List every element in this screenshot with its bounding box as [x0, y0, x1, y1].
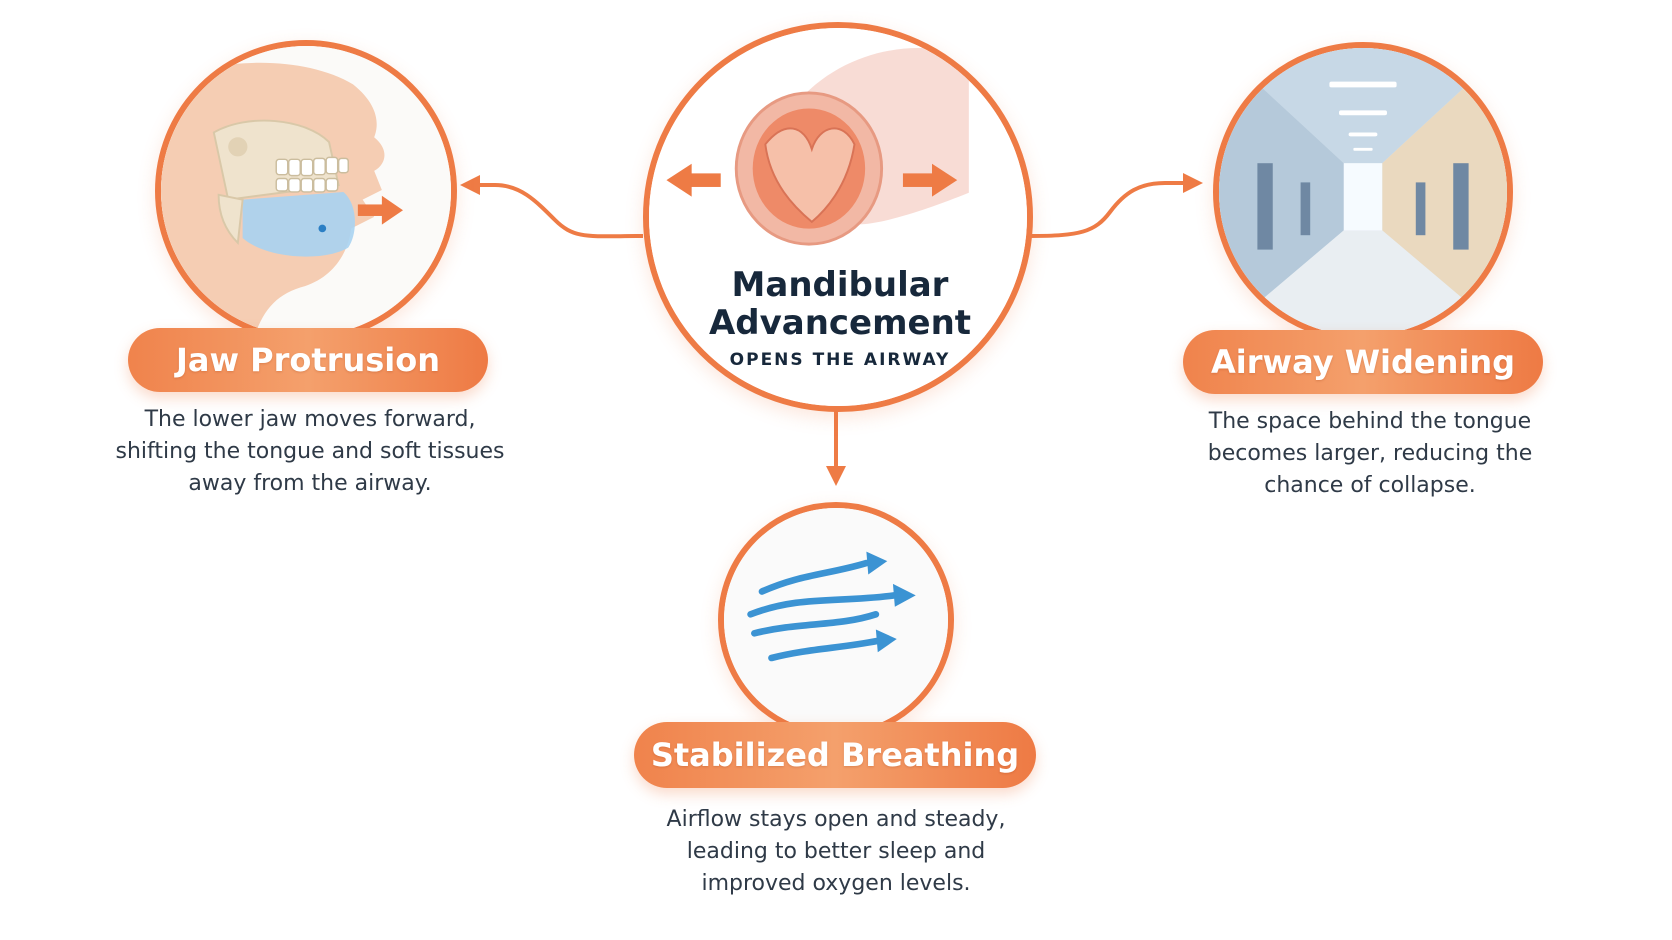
desc-line: The space behind the tongue	[1208, 409, 1532, 434]
airway-widening-label: Airway Widening	[1183, 330, 1543, 394]
corridor-illustration	[1213, 42, 1513, 342]
desc-line: Airflow stays open and steady,	[666, 807, 1006, 832]
jaw-protrusion-description: The lower jaw moves forward, shifting th…	[100, 404, 520, 500]
airflow-arrows-icon	[724, 508, 948, 732]
stabilized-breathing-description: Airflow stays open and steady, leading t…	[626, 804, 1046, 900]
center-subtitle: OPENS THE AIRWAY	[729, 350, 951, 370]
center-title-line1: Mandibular	[731, 265, 949, 305]
center-title: Mandibular Advancement	[640, 266, 1040, 342]
airflow-illustration	[718, 502, 954, 738]
desc-line: away from the airway.	[188, 471, 432, 496]
stabilized-breathing-label: Stabilized Breathing	[634, 722, 1036, 788]
desc-line: leading to better sleep and	[686, 839, 986, 864]
corridor-icon	[1219, 48, 1507, 336]
connector-to-jaw	[460, 175, 644, 239]
connector-to-airway	[1029, 173, 1203, 238]
airway-widening-description: The space behind the tongue becomes larg…	[1160, 406, 1580, 502]
center-title-line2: Advancement	[708, 303, 972, 343]
desc-line: shifting the tongue and soft tissues	[115, 439, 505, 464]
desc-line: chance of collapse.	[1264, 473, 1476, 498]
jaw-illustration	[155, 40, 457, 342]
airway-tube-icon	[649, 28, 1027, 406]
desc-line: The lower jaw moves forward,	[144, 407, 476, 432]
jaw-skull-icon	[161, 46, 451, 336]
airway-tube-illustration	[643, 22, 1033, 412]
jaw-protrusion-label: Jaw Protrusion	[128, 328, 488, 392]
desc-line: improved oxygen levels.	[701, 871, 971, 896]
desc-line: becomes larger, reducing the	[1207, 441, 1533, 466]
